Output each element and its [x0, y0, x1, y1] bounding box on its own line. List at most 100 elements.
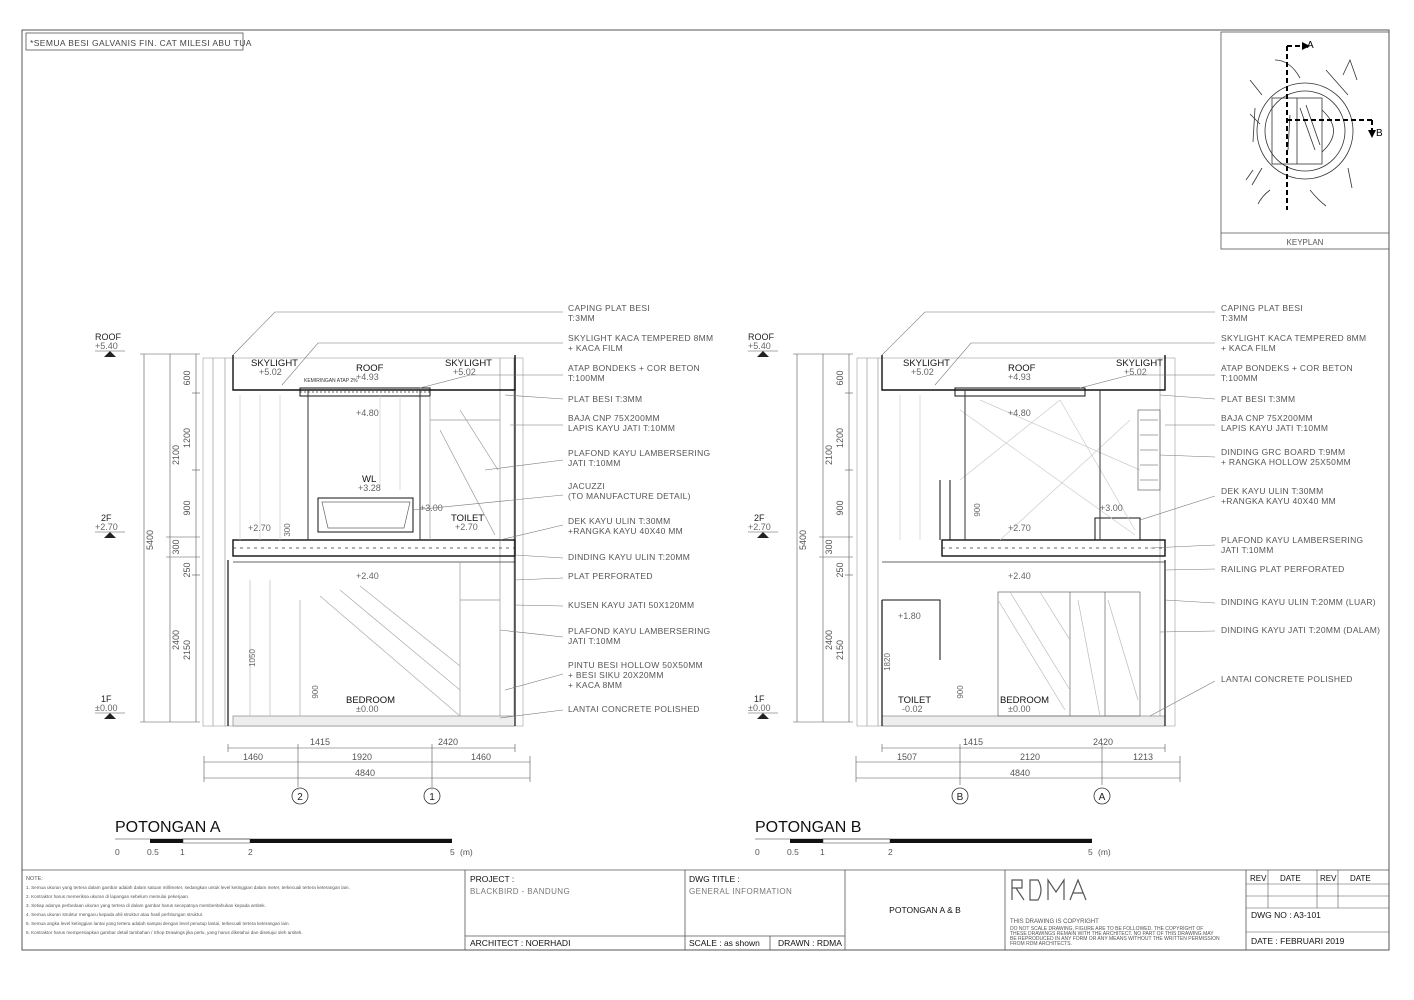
svg-text:2: 2	[888, 847, 893, 857]
dim-b-4840: 4840	[1010, 768, 1030, 778]
section-b-title: POTONGAN B	[755, 819, 861, 836]
svg-text:THIS DRAWING IS COPYRIGHT: THIS DRAWING IS COPYRIGHT	[1010, 919, 1099, 925]
svg-text:JATI T:10MM: JATI T:10MM	[1221, 545, 1274, 555]
dim-a-900-misc: 900	[311, 685, 320, 699]
label-b-skylight-right: SKYLIGHT	[1116, 358, 1163, 369]
keyplan-label: KEYPLAN	[1287, 238, 1324, 247]
dim-b-2400: 2400	[824, 630, 834, 650]
svg-text:2: 2	[248, 847, 253, 857]
svg-text:B: B	[957, 792, 964, 803]
level-a-roof: +4.93	[356, 372, 379, 382]
dim-a-1050: 1050	[248, 649, 257, 667]
label-b-bedroom: BEDROOM	[1000, 695, 1049, 706]
svg-text:4. Semua ukuran struktur menga: 4. Semua ukuran struktur mengacu kepada …	[26, 912, 203, 917]
svg-text:+2.70: +2.70	[95, 522, 118, 532]
dim-a-1460-left: 1460	[243, 752, 263, 762]
svg-text:T:100MM: T:100MM	[568, 373, 605, 383]
level-b-skylight-left: +5.02	[911, 367, 934, 377]
level-a-wl: +3.28	[358, 483, 381, 493]
grid-marker-a-2: 2	[291, 787, 309, 805]
dim-b-900: 900	[835, 500, 845, 515]
keyplan-marker-b: B	[1376, 128, 1383, 139]
svg-text:BE REPRODUCED IN ANY FORM OR A: BE REPRODUCED IN ANY FORM OR ANY MEANS W…	[1010, 936, 1220, 942]
general-note: *SEMUA BESI GALVANIS FIN. CAT MILESI ABU…	[30, 38, 252, 48]
dim-a-2150: 2150	[182, 640, 192, 660]
note-b-baja: BAJA CNP 75X200MM	[1221, 413, 1313, 423]
section-a-building	[202, 355, 524, 727]
note-a-dek: DEK KAYU ULIN T:30MM	[568, 516, 671, 526]
section-b: ROOF +5.40 2F +2.70 1F ±0.00	[748, 303, 1380, 857]
svg-text:±0.00: ±0.00	[95, 703, 117, 713]
svg-text:1. Semua ukuran yang tertera d: 1. Semua ukuran yang tertera dalam gamba…	[26, 885, 350, 890]
grid-marker-b-b: B	[951, 787, 969, 805]
dim-a-1920: 1920	[352, 752, 372, 762]
svg-text:1F: 1F	[101, 694, 112, 704]
svg-text:1: 1	[429, 792, 435, 803]
dim-a-1460-right: 1460	[471, 752, 491, 762]
drawing-date: DATE : FEBRUARI 2019	[1251, 936, 1345, 946]
section-a: ROOF +5.40 2F +2.70 1F ±0.00	[95, 303, 713, 857]
note-a-lantai: LANTAI CONCRETE POLISHED	[568, 704, 700, 714]
level-marker-roof: ROOF +5.40	[95, 332, 125, 357]
label-a-toilet: TOILET	[451, 513, 484, 524]
dim-a-900: 900	[182, 500, 192, 515]
rev-header-2: REV	[1320, 874, 1337, 883]
svg-text:ROOF: ROOF	[748, 332, 775, 342]
level-a-skylight-right: +5.02	[453, 367, 476, 377]
sheet-title: POTONGAN A & B	[889, 905, 961, 915]
note-b-lantai: LANTAI CONCRETE POLISHED	[1221, 674, 1353, 684]
section-b-building	[856, 355, 1176, 727]
dim-b-250: 250	[835, 562, 845, 577]
architect: ARCHITECT : NOERHADI	[470, 938, 570, 948]
dim-b-900-misc: 900	[973, 503, 982, 517]
svg-text:A: A	[1099, 792, 1106, 803]
note-b-skylight: SKYLIGHT KACA TEMPERED 8MM	[1221, 333, 1366, 343]
date-header-2: DATE	[1350, 874, 1371, 883]
svg-text:1: 1	[180, 847, 185, 857]
dwg-title-value: GENERAL INFORMATION	[689, 887, 792, 896]
spot-level-a-270: +2.70	[248, 523, 271, 533]
svg-text:5: 5	[1088, 847, 1093, 857]
svg-text:2F: 2F	[101, 513, 112, 523]
spot-level-a-480: +4.80	[356, 408, 379, 418]
dim-a-2100: 2100	[171, 445, 181, 465]
note-a-plafond: PLAFOND KAYU LAMBERSERING	[568, 448, 710, 458]
dim-b-1200: 1200	[835, 428, 845, 448]
level-a-toilet: +2.70	[455, 522, 478, 532]
level-marker-2f-b: 2F +2.70	[748, 513, 778, 538]
vertical-dimension-chains	[140, 353, 200, 723]
svg-text:0.5: 0.5	[147, 847, 159, 857]
section-a-notes: CAPING PLAT BESI T:3MM SKYLIGHT KACA TEM…	[568, 303, 713, 714]
keyplan-plan	[1245, 58, 1358, 207]
keyplan-arrow-b	[1368, 130, 1376, 138]
keyplan-marker-a: A	[1307, 40, 1314, 51]
scale-text: SCALE : as shown	[689, 938, 760, 948]
rev-header-1: REV	[1250, 874, 1267, 883]
dim-a-250: 250	[182, 562, 192, 577]
svg-text:5. Semua angka level ketinggia: 5. Semua angka level ketinggian lantai y…	[26, 921, 290, 926]
svg-text:6. Kontraktor harus mempersiap: 6. Kontraktor harus mempersiapkan gambar…	[26, 930, 303, 935]
project-label: PROJECT :	[470, 874, 514, 884]
dim-b-2100: 2100	[824, 445, 834, 465]
note-b-dinding-dalam: DINDING KAYU JATI T:20MM (DALAM)	[1221, 625, 1380, 635]
svg-text:0: 0	[755, 847, 760, 857]
svg-text:±0.00: ±0.00	[748, 703, 770, 713]
grid-marker-b-a: A	[1093, 787, 1111, 805]
section-a-horizontal-dims	[203, 744, 531, 790]
notes-heading: NOTE:	[26, 876, 43, 882]
note-b-dinding-grc: DINDING GRC BOARD T:9MM	[1221, 447, 1345, 457]
dim-b-600: 600	[835, 370, 845, 385]
svg-text:+5.40: +5.40	[95, 341, 118, 351]
svg-text:+RANGKA KAYU 40X40 MM: +RANGKA KAYU 40X40 MM	[1221, 496, 1336, 506]
drawn-text: DRAWN : RDMA	[778, 938, 842, 948]
level-a-bedroom: ±0.00	[356, 704, 378, 714]
slope-note-a: KEMIRINGAN ATAP 2%	[304, 378, 358, 384]
level-marker-2f: 2F +2.70	[95, 513, 125, 538]
svg-text:+ BESI SIKU 20X20MM: + BESI SIKU 20X20MM	[568, 670, 664, 680]
dim-a-5400: 5400	[145, 530, 155, 550]
svg-text:T:100MM: T:100MM	[1221, 373, 1258, 383]
dim-b-900-low: 900	[956, 685, 965, 699]
dim-a-300: 300	[171, 539, 181, 554]
level-b-roof: +4.93	[1008, 372, 1031, 382]
note-a-jacuzzi: JACUZZI	[568, 481, 605, 491]
